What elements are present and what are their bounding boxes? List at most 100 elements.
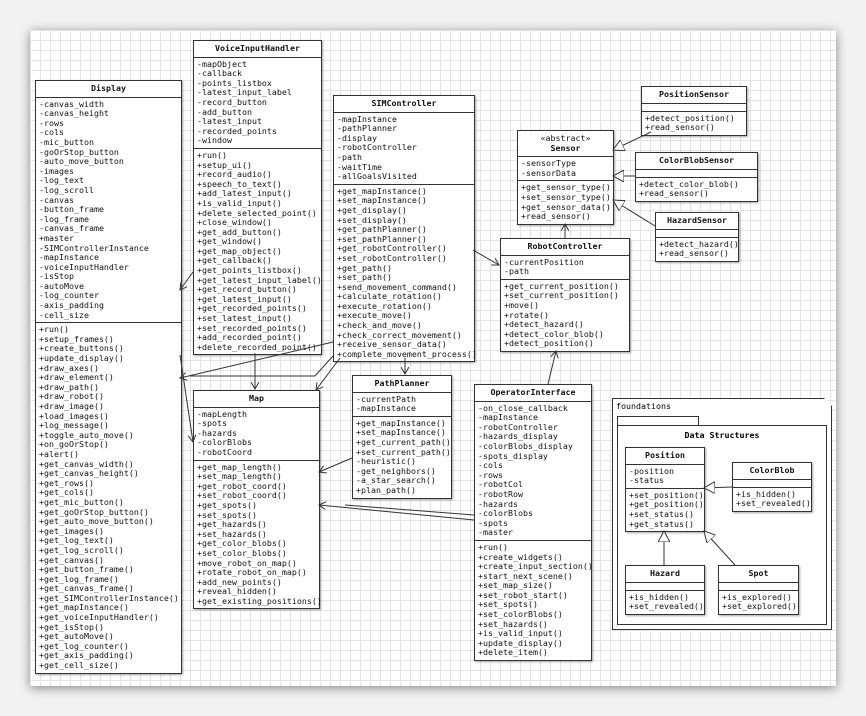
method: +set_status() (629, 508, 694, 519)
attribute: -spots (478, 517, 508, 528)
attribute: -position (629, 465, 674, 476)
method: +execute_rotation() (337, 300, 432, 311)
attribute: -hazards_display (478, 431, 558, 442)
class-header: PathPlanner (353, 376, 451, 393)
attribute: -robotRow (478, 488, 523, 499)
attributes-section: -canvas_width-canvas_height-rows-cols-mi… (36, 98, 181, 324)
attribute: -canvas (39, 194, 74, 205)
methods-section: +is_explored()+set_explored() (719, 591, 798, 614)
method: +get_mic_button() (39, 496, 124, 507)
class-header: Hazard (626, 566, 704, 583)
attribute: -spots (197, 418, 227, 429)
attribute: -log_scroll (39, 184, 94, 195)
method: +set_pathPlanner() (337, 233, 427, 244)
attribute: -points_listbox (197, 77, 272, 88)
attributes-section (719, 583, 798, 591)
class-sensor: «abstract»Sensor-sensorType-sensorData+g… (517, 130, 614, 225)
method: +set_colorBlobs() (478, 609, 563, 620)
methods-section: +get_sensor_type()+set_sensor_type()+get… (518, 181, 613, 223)
class-header: HazardSensor (656, 213, 738, 230)
class-possensor: PositionSensor+detect_position()+read_se… (641, 86, 747, 136)
method: +set_revealed() (736, 498, 811, 509)
method: +get_log_scroll() (39, 544, 124, 555)
method: +rotate_robot_on_map() (197, 567, 307, 578)
method: +set_mapInstance() (356, 427, 446, 438)
method: +get_rows() (39, 477, 94, 488)
method: +get_mapInstance() (337, 185, 427, 196)
methods-section: +detect_color_blob()+read_sensor() (636, 178, 757, 201)
method: +get_cols() (39, 487, 94, 498)
methods-section: +set_position()+get_position()+set_statu… (626, 489, 704, 531)
method: +speech_to_text() (197, 178, 282, 189)
class-name: SIMController (371, 98, 437, 108)
method: +set_robot_start() (478, 589, 568, 600)
method: +set_spots() (197, 509, 257, 520)
method: +get_mapInstance() (356, 417, 446, 428)
method: +detect_hazard() (659, 238, 739, 249)
method: +add_recorded_point() (197, 332, 302, 343)
class-spot: Spot+is_explored()+set_explored() (718, 565, 799, 615)
methods-section: +is_hidden()+set_revealed() (733, 488, 811, 511)
attributes-section (636, 170, 757, 178)
class-name: Display (91, 83, 126, 93)
method: +plan_path() (356, 484, 416, 495)
attributes-section: -on_close_callback-mapInstance-robotCont… (475, 402, 591, 541)
method: +set_current_position() (504, 290, 619, 301)
method: +get_latest_input() (197, 293, 292, 304)
attribute: -canvas_height (39, 108, 109, 119)
class-header: SIMController (334, 96, 474, 113)
method: +rotate() (504, 309, 549, 320)
attribute: -robotCol (478, 479, 523, 490)
attribute: -latest_input (197, 116, 262, 127)
attribute: -allGoalsVisited (337, 171, 417, 182)
method: +delete_item() (478, 647, 548, 658)
method: +get_log_text() (39, 535, 114, 546)
method: +set_robot_coord() (197, 490, 287, 501)
method: +calculate_rotation() (337, 291, 442, 302)
method: +set_display() (337, 214, 407, 225)
method: -heuristic() (356, 456, 416, 467)
attribute: -axis_padding (39, 300, 104, 311)
method: +get_mapInstance() (39, 602, 129, 613)
attribute: -robotController (478, 421, 558, 432)
class-name: PathPlanner (374, 378, 430, 388)
class-display: Display -canvas_width-canvas_height-rows-… (35, 80, 182, 674)
class-header: «abstract»Sensor (518, 131, 613, 158)
attribute: -colorBlobs_display (478, 440, 573, 451)
method: +get_auto_move_button() (39, 516, 154, 527)
attribute: -cell_size (39, 309, 89, 320)
method: +toggle_auto_move() (39, 429, 134, 440)
attributes-section: -position-status (626, 465, 704, 489)
method: +run() (39, 324, 69, 335)
class-name: VoiceInputHandler (215, 43, 300, 53)
class-name: Position (645, 450, 685, 460)
method: +get_callback() (197, 255, 272, 266)
attribute: -master (478, 527, 513, 538)
method: +draw_robot() (39, 391, 104, 402)
method: +setup_ui() (197, 159, 252, 170)
attribute: -robotCoord (197, 446, 252, 457)
attribute: -mapObject (197, 58, 247, 69)
attribute: -log_frame (39, 213, 89, 224)
attribute: -display (337, 132, 377, 143)
method: +get_log_counter() (39, 640, 129, 651)
method: +set_map_size() (478, 580, 553, 591)
attribute: -button_frame (39, 204, 104, 215)
class-header: OperatorInterface (475, 385, 591, 402)
attribute: -spots_display (478, 450, 548, 461)
method: +set_revealed() (629, 601, 704, 612)
class-header: PositionSensor (642, 87, 746, 104)
attribute: -add_button (197, 106, 252, 117)
method: +get_display() (337, 204, 407, 215)
attribute: -pathPlanner (337, 123, 397, 134)
method: +set_explored() (722, 601, 797, 612)
method: +delete_selected_point() (197, 207, 317, 218)
attribute: -currentPosition (504, 256, 584, 267)
attribute: -isStop (39, 271, 74, 282)
method: +get_points_listbox() (197, 265, 302, 276)
methods-section: +get_map_length()+set_map_length()+get_r… (194, 461, 322, 609)
method: -a_star_search() (356, 475, 436, 486)
method: +draw_image() (39, 401, 104, 411)
method: +set_position() (629, 489, 704, 500)
attribute: -cols (478, 460, 503, 471)
